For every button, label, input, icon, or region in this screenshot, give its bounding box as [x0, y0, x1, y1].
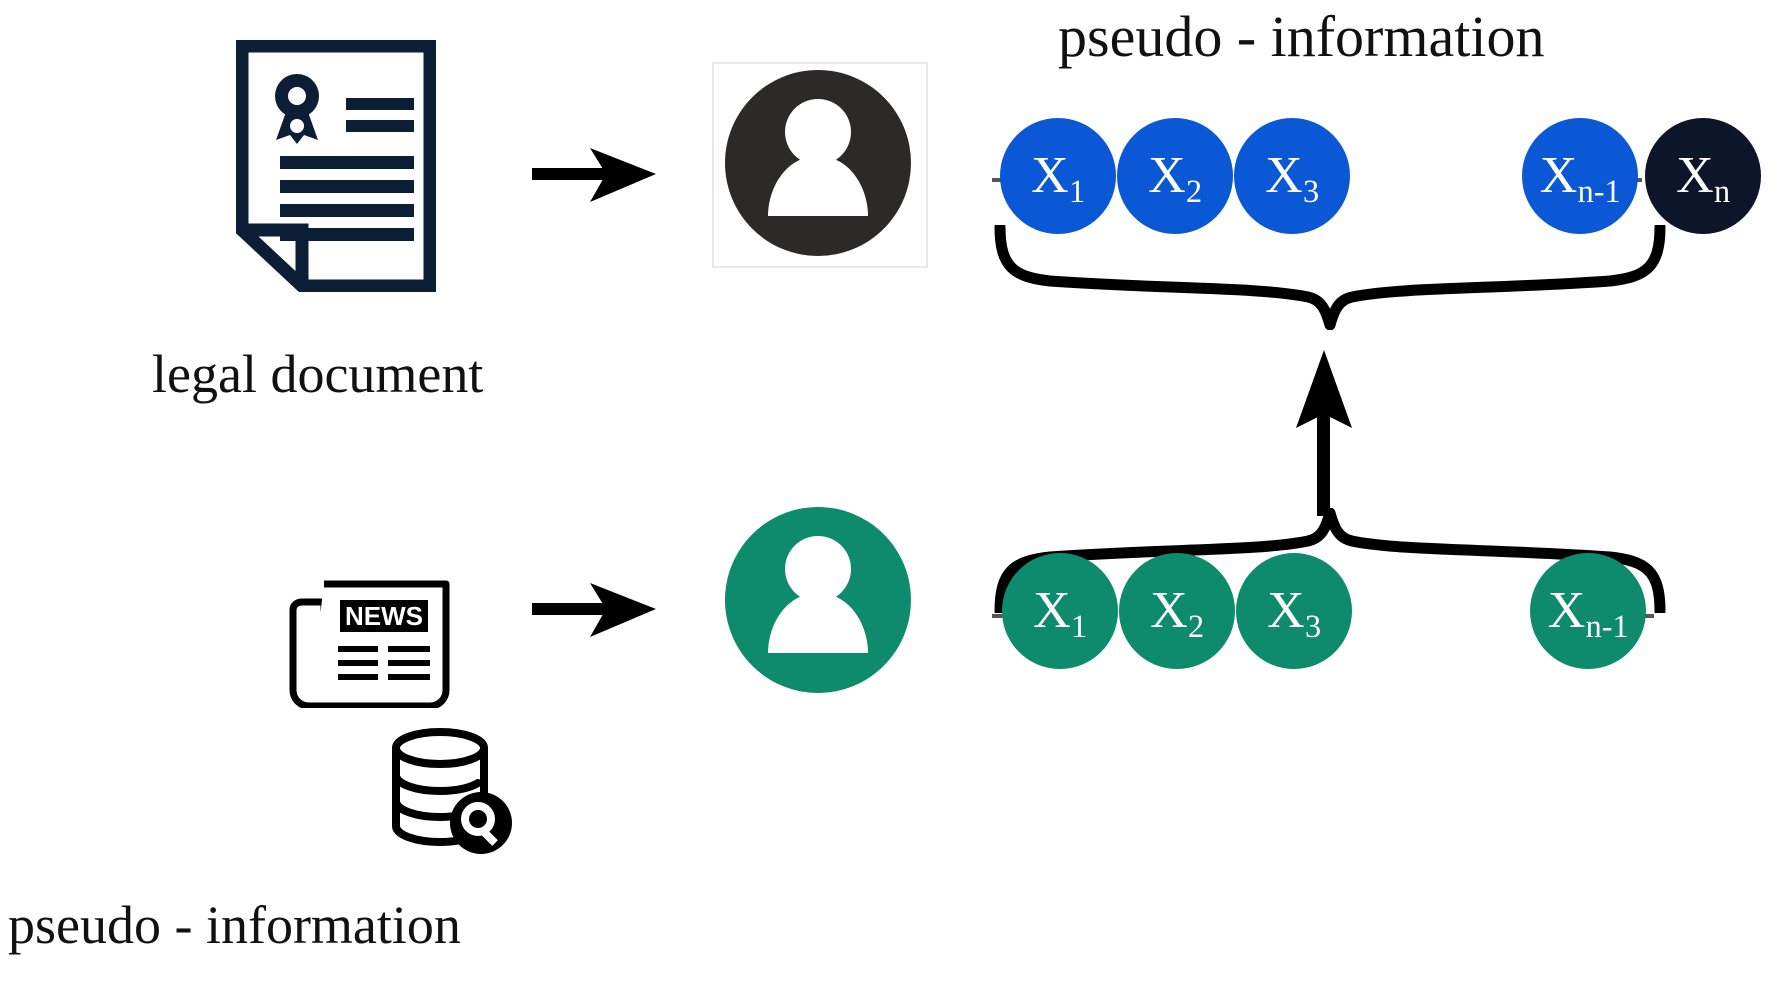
- avatar: [712, 62, 928, 268]
- database-search-icon: [378, 722, 518, 862]
- curly-brace-down-icon: [990, 225, 1670, 330]
- legal-document-label: legal document: [152, 344, 484, 404]
- node-label: X1: [1031, 147, 1086, 209]
- pseudo-information-label: pseudo - information: [8, 895, 461, 955]
- node-x2-bottom[interactable]: X2: [1119, 553, 1235, 669]
- node-label: Xn: [1676, 147, 1731, 209]
- node-x3-bottom[interactable]: X3: [1236, 553, 1352, 669]
- node-xn-top[interactable]: Xn: [1645, 118, 1761, 234]
- newspaper-banner-text: NEWS: [345, 601, 423, 631]
- newspaper-news-icon: NEWS: [278, 578, 458, 708]
- node-x2-top[interactable]: X2: [1117, 118, 1233, 234]
- node-x1-bottom[interactable]: X1: [1002, 553, 1118, 669]
- node-x1-top[interactable]: X1: [1000, 118, 1116, 234]
- node-xn-1-bottom[interactable]: Xn-1: [1530, 553, 1646, 669]
- legal-document-icon: [236, 40, 436, 292]
- node-label: X2: [1148, 147, 1203, 209]
- node-label: X3: [1267, 582, 1322, 644]
- arrow-up-icon: [1288, 348, 1360, 516]
- arrow-right-icon: [530, 140, 660, 210]
- node-label: X3: [1265, 147, 1320, 209]
- node-label: Xn-1: [1547, 582, 1629, 644]
- node-label: X2: [1150, 582, 1205, 644]
- avatar-green: [718, 500, 918, 700]
- node-label: Xn-1: [1539, 147, 1621, 209]
- node-xn-1-top[interactable]: Xn-1: [1522, 118, 1638, 234]
- arrow-right-icon-bottom: [530, 575, 660, 645]
- page-title: pseudo - information: [1058, 4, 1545, 69]
- node-x3-top[interactable]: X3: [1234, 118, 1350, 234]
- node-label: X1: [1033, 582, 1088, 644]
